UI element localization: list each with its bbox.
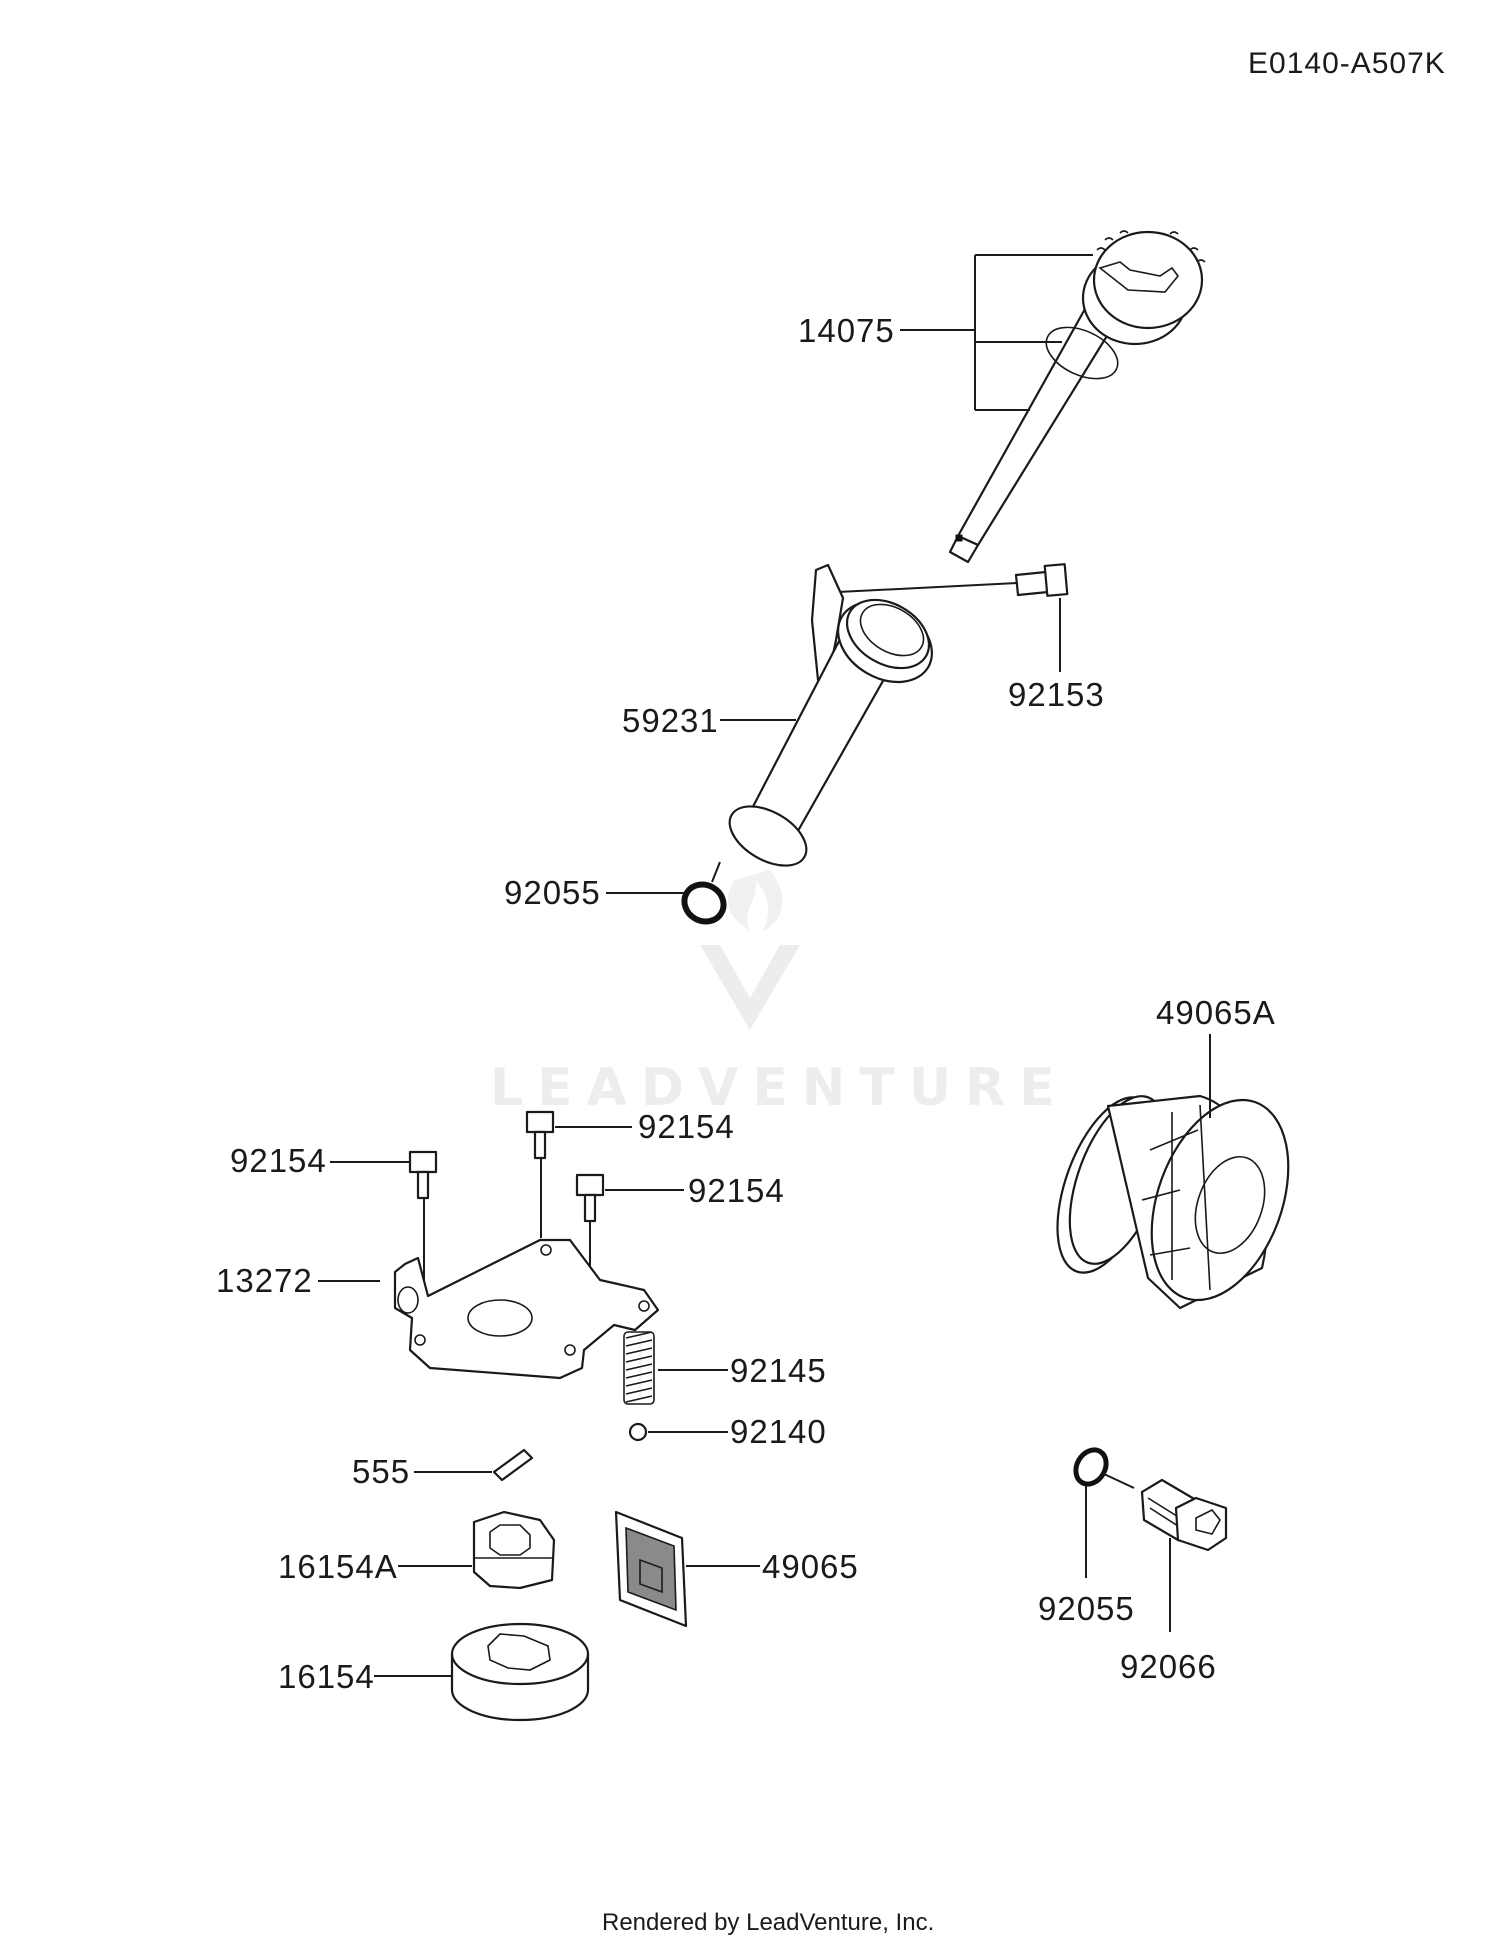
watermark: LEADVENTURE	[490, 870, 1069, 1118]
part-bolt-92154-a[interactable]	[408, 1150, 438, 1200]
callout-92055-bottom[interactable]: 92055	[1038, 1590, 1135, 1627]
footer-credit: Rendered by LeadVenture, Inc.	[602, 1909, 934, 1936]
leader-92055-top	[606, 861, 721, 894]
part-inner-rotor-16154A[interactable]	[472, 1510, 556, 1590]
part-bolt-92153[interactable]	[1014, 563, 1069, 597]
part-plate-13272[interactable]	[393, 1238, 660, 1380]
callout-59231[interactable]: 59231	[622, 702, 719, 739]
callout-92153[interactable]: 92153	[1008, 676, 1105, 713]
part-bolt-92154-c[interactable]	[575, 1173, 605, 1223]
leader-92055-bottom	[1085, 1473, 1135, 1578]
part-outer-rotor-16154[interactable]	[450, 1622, 590, 1722]
callout-92154-c[interactable]: 92154	[688, 1172, 785, 1209]
part-screen-49065[interactable]	[614, 1510, 688, 1628]
callout-49065A[interactable]: 49065A	[1156, 994, 1276, 1031]
diagram-code: E0140-A507K	[1248, 47, 1446, 80]
callout-92140[interactable]: 92140	[730, 1413, 827, 1450]
callout-13272[interactable]: 13272	[216, 1262, 313, 1299]
callout-16154A[interactable]: 16154A	[278, 1548, 398, 1585]
part-oring-92055-bottom[interactable]	[1070, 1444, 1112, 1489]
callout-555[interactable]: 555	[352, 1453, 410, 1490]
callout-16154[interactable]: 16154	[278, 1658, 375, 1695]
part-oring-92055-top[interactable]	[678, 877, 731, 928]
callout-92154-b[interactable]: 92154	[638, 1108, 735, 1145]
part-ball-92140[interactable]	[628, 1422, 648, 1442]
part-dipstick-14075[interactable]	[948, 230, 1206, 564]
callout-92154-a[interactable]: 92154	[230, 1142, 327, 1179]
part-spring-92145[interactable]	[623, 1331, 655, 1405]
callout-49065[interactable]: 49065	[762, 1548, 859, 1585]
part-drain-plug-92066[interactable]	[1140, 1478, 1228, 1552]
part-oil-filter-49065A[interactable]	[1037, 1081, 1314, 1319]
part-bolt-92154-b[interactable]	[525, 1110, 555, 1160]
callout-92066[interactable]: 92066	[1120, 1648, 1217, 1685]
callout-92145[interactable]: 92145	[730, 1352, 827, 1389]
part-filler-tube-59231[interactable]	[720, 563, 947, 878]
callout-14075[interactable]: 14075	[798, 312, 895, 349]
watermark-text: LEADVENTURE	[490, 1058, 1069, 1118]
leader-14075	[900, 254, 1093, 411]
part-pin-555[interactable]	[492, 1448, 534, 1482]
leader-92153	[837, 582, 1061, 672]
callout-92055-top[interactable]: 92055	[504, 874, 601, 911]
